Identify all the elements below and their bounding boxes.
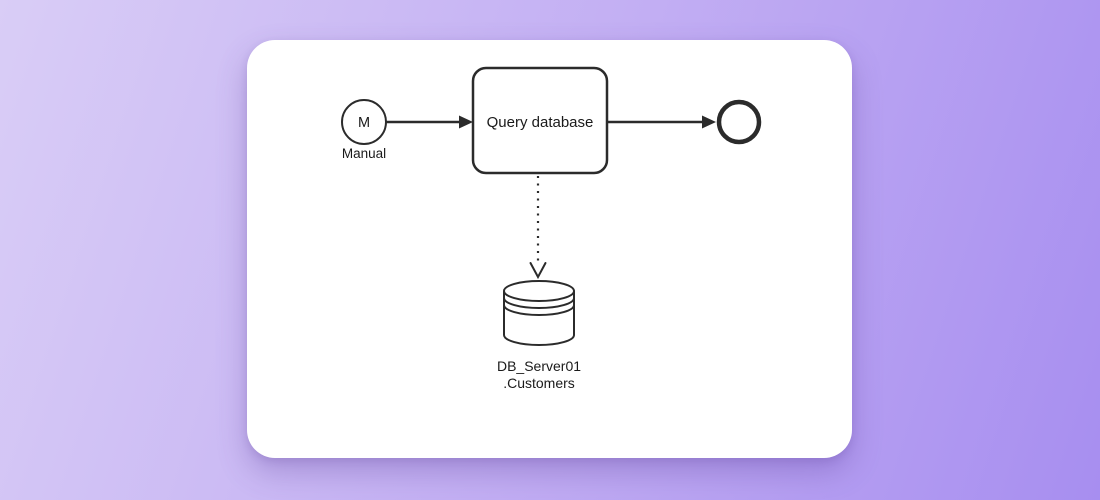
task-rect[interactable] bbox=[471, 66, 609, 175]
data-store-body[interactable] bbox=[503, 291, 575, 346]
task-label: Query database bbox=[487, 114, 594, 131]
bpmn-diagram: M Manual Query database DB_Server01 .Cus… bbox=[341, 66, 762, 391]
arrowhead-icon bbox=[702, 115, 716, 129]
sequence-flow-task-to-end bbox=[607, 115, 716, 129]
data-store-top[interactable] bbox=[503, 280, 575, 302]
data-store-name-line2: .Customers bbox=[503, 375, 575, 391]
data-association bbox=[529, 176, 547, 280]
data-store-ring bbox=[503, 297, 575, 309]
data-store[interactable] bbox=[503, 280, 575, 346]
data-store-name-line1: DB_Server01 bbox=[497, 358, 581, 374]
sequence-flow-start-to-task bbox=[386, 115, 473, 129]
start-event-marker: M bbox=[358, 115, 370, 131]
diagram-card: M Manual Query database DB_Server01 .Cus… bbox=[247, 40, 852, 458]
start-event-circle[interactable] bbox=[341, 99, 387, 145]
data-store-ring bbox=[503, 304, 575, 316]
start-event[interactable]: M bbox=[341, 99, 387, 145]
arrowhead-icon bbox=[459, 115, 473, 129]
end-event-circle[interactable] bbox=[716, 99, 762, 145]
task-query-database[interactable]: Query database bbox=[471, 66, 609, 175]
end-event[interactable] bbox=[716, 99, 762, 145]
start-event-caption: Manual bbox=[342, 146, 386, 161]
open-arrowhead-icon bbox=[529, 262, 547, 280]
